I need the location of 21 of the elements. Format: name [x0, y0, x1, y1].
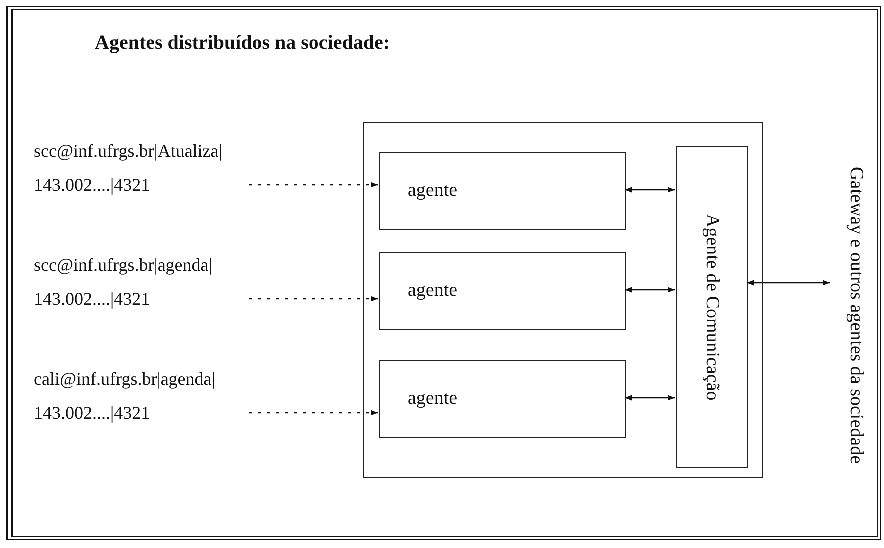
arrow: [625, 287, 675, 293]
node-label: agente: [408, 388, 458, 410]
arrow: [747, 280, 830, 286]
address-text: cali@inf.ufrgs.br|agenda| 143.002....|4321: [34, 368, 216, 425]
arrow: [249, 410, 378, 416]
arrow: [249, 182, 378, 188]
address-text: scc@inf.ufrgs.br|Atualiza| 143.002....|4321: [34, 140, 224, 197]
arrow: [249, 296, 378, 302]
communication-agent-box: [676, 146, 748, 468]
node-label: Agente de Comunicação: [701, 214, 723, 400]
agent-box: [379, 360, 626, 438]
agent-box: [379, 152, 626, 230]
agent-box: [379, 252, 626, 330]
diagram-title: Agentes distribuídos na sociedade:: [95, 32, 390, 55]
arrow: [625, 187, 675, 193]
agent-group-box: [363, 122, 763, 478]
node-label: agente: [408, 280, 458, 302]
node-label: agente: [408, 180, 458, 202]
gateway-text: Gateway e outros agentes da sociedade: [845, 167, 867, 464]
address-text: scc@inf.ufrgs.br|agenda| 143.002....|4321: [34, 254, 214, 311]
arrow: [625, 395, 675, 401]
